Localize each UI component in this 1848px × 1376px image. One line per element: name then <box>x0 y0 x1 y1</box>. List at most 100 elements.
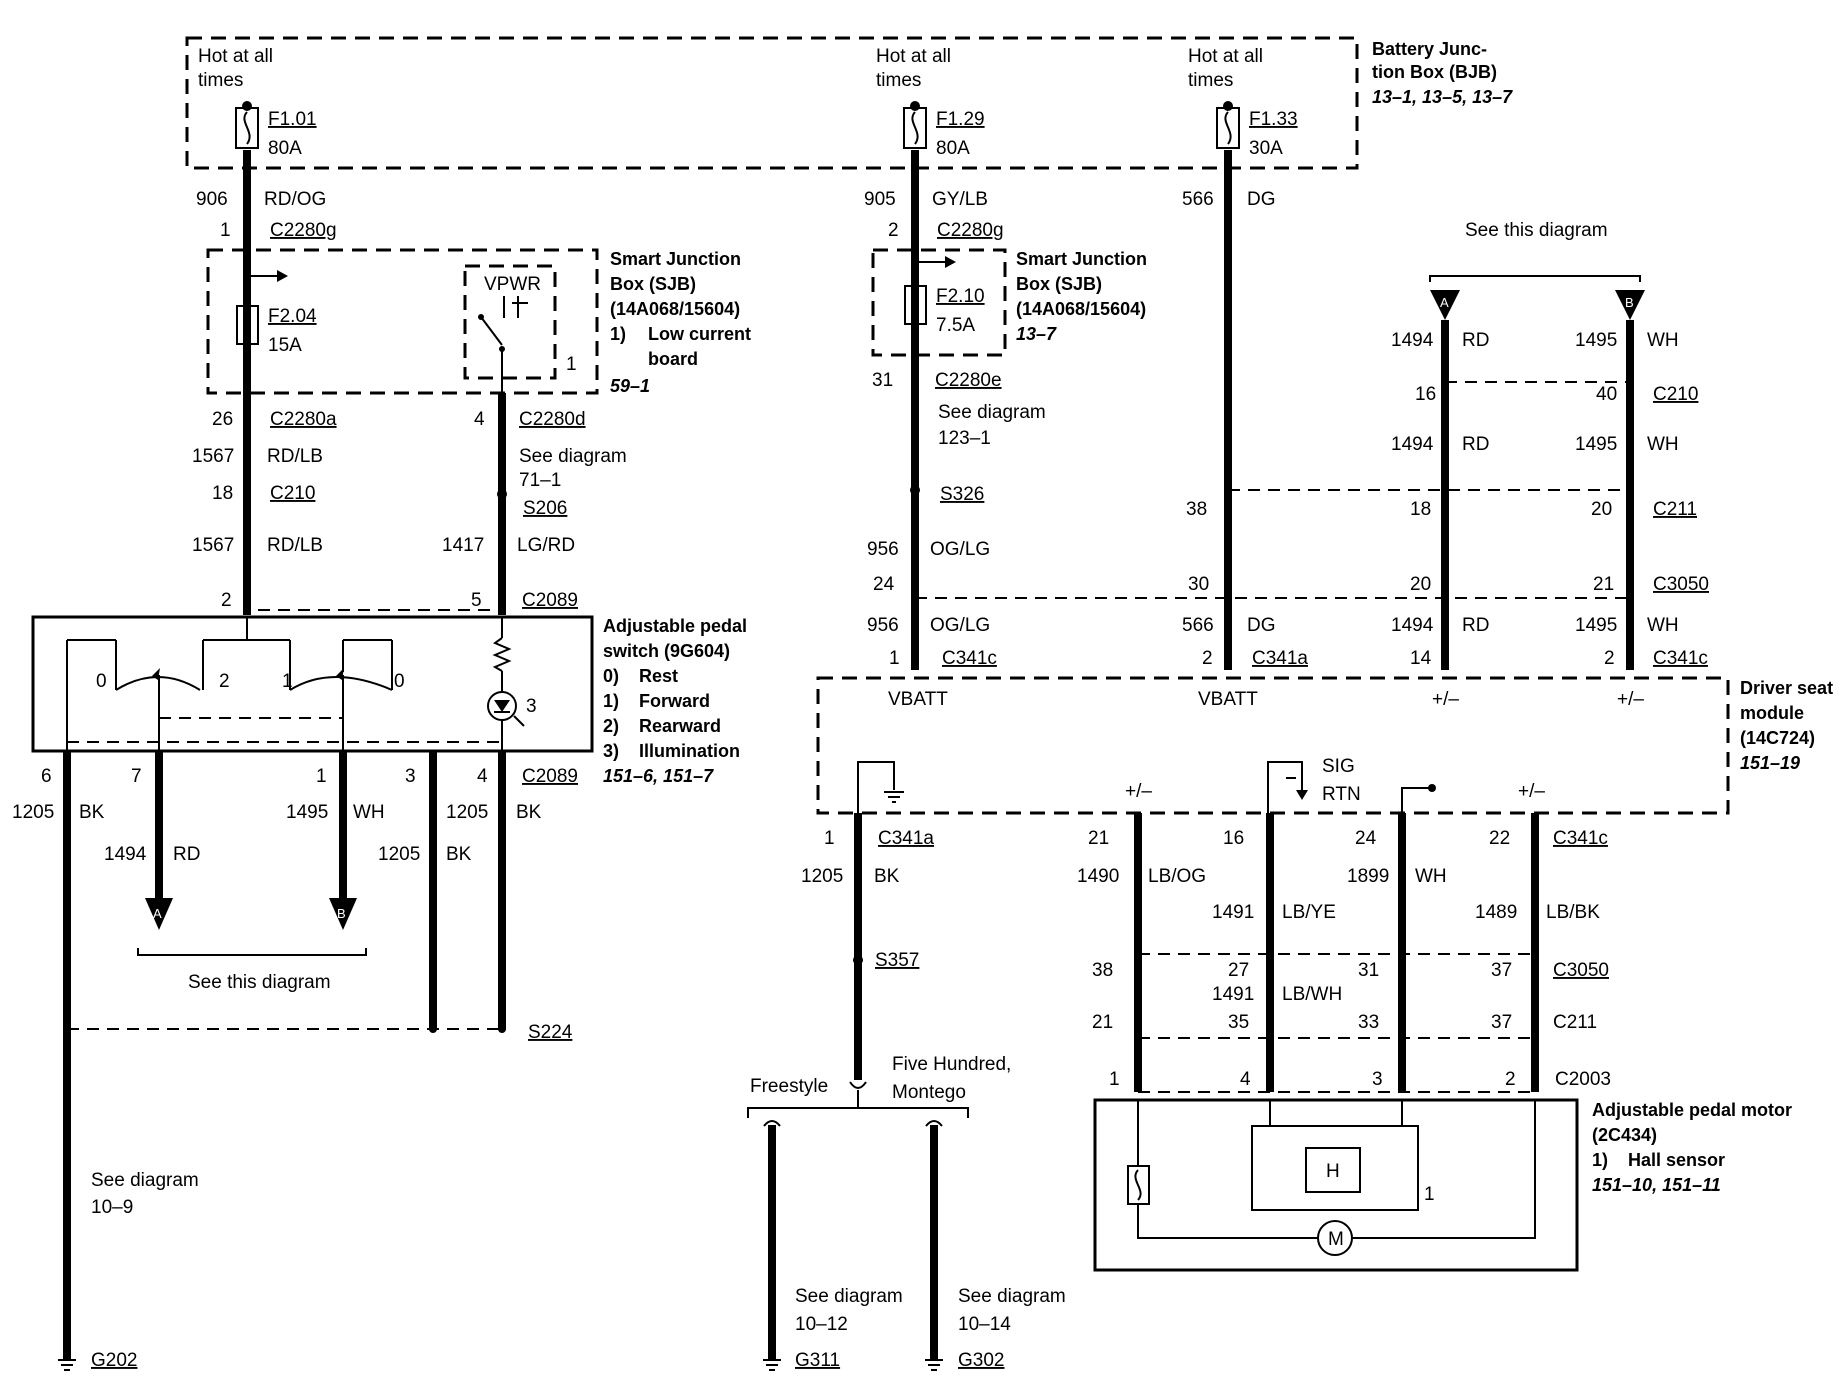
hot-label-3b: times <box>1188 70 1233 91</box>
wire-566: 566 DG 38 30 566 DG 2 C341a <box>1182 150 1308 670</box>
arrow-a-right: A <box>1440 295 1449 310</box>
wire-906: 906 RD/OG 1 C2280g <box>196 150 337 615</box>
fuse-f133-rating: 30A <box>1249 138 1283 159</box>
pin-21-c3050: 21 <box>1593 574 1614 595</box>
circuit-566-a: 566 <box>1182 189 1214 210</box>
pin-21-c211: 21 <box>1092 1012 1113 1033</box>
color-oglg-a: OG/LG <box>930 539 990 560</box>
color-rd-a: RD <box>1462 330 1489 351</box>
hot-label-2b: times <box>876 70 921 91</box>
circuit-1494-c: 1494 <box>1391 615 1434 636</box>
color-wh-c: WH <box>1647 615 1679 636</box>
see-diagram-71: See diagram <box>519 446 627 467</box>
color-rd-b: RD <box>1462 434 1489 455</box>
bjb-title-1: Battery Junc- <box>1372 39 1487 59</box>
fuse-f204-id: F2.04 <box>268 306 317 327</box>
switch-pos-0-right: 0 <box>394 671 405 692</box>
driver-seat-module: VBATT VBATT +/– +/– +/– +/– SIG RTN Driv… <box>816 676 1833 815</box>
color-lbwh: LB/WH <box>1282 984 1342 1005</box>
connector-c211-bottom: C211 <box>1553 1012 1597 1033</box>
connector-c210-right: C210 <box>1653 384 1698 405</box>
pin-20-c3050: 20 <box>1410 574 1431 595</box>
pin-4-c2003: 4 <box>1240 1069 1251 1090</box>
color-lbog: LB/OG <box>1148 866 1206 887</box>
switch-ref: 151–6, 151–7 <box>603 766 714 786</box>
circuit-1495-a: 1495 <box>1575 330 1617 351</box>
pin-3-switch: 3 <box>405 766 416 787</box>
pin-16-c341c: 16 <box>1223 828 1244 849</box>
circuit-1567b: 1567 <box>192 535 234 556</box>
sjb-ref-1: 59–1 <box>610 376 650 396</box>
connector-c210-left: C210 <box>270 483 315 504</box>
pin-1-c341a: 1 <box>824 828 835 849</box>
color-wh-b: WH <box>1647 434 1679 455</box>
color-lbbk: LB/BK <box>1546 902 1600 923</box>
sjb-note-1: Low current <box>648 324 751 344</box>
pin-20-c211: 20 <box>1591 499 1612 520</box>
color-rdlb-b: RD/LB <box>267 535 323 556</box>
color-wh-left: WH <box>353 802 385 823</box>
adjustable-pedal-switch: 0 2 1 0 3 Adjustable pedal switch (9G604… <box>31 615 747 786</box>
color-rdlb-a: RD/LB <box>267 446 323 467</box>
circuit-1567a: 1567 <box>192 446 234 467</box>
circuit-1417: 1417 <box>442 535 484 556</box>
ground-g202-icon <box>58 1359 76 1371</box>
color-wh-d: WH <box>1415 866 1447 887</box>
motor-note: Hall sensor <box>1628 1150 1725 1170</box>
fuse-f129-rating: 80A <box>936 138 970 159</box>
dsm-title-1: Driver seat <box>1740 678 1833 698</box>
circuit-956-a: 956 <box>867 539 899 560</box>
hall-sensor-label: H <box>1326 1161 1340 1182</box>
thermal-breaker-icon <box>1127 1165 1150 1205</box>
switch-pos-0-left: 0 <box>96 671 107 692</box>
see-this-diagram-right: See this diagram <box>1465 220 1608 241</box>
circuit-1495-c: 1495 <box>1575 615 1617 636</box>
wire-1417: 4 C2280d See diagram 71–1 S206 1417 LG/R… <box>442 350 627 615</box>
pin-c2280g-2: 2 <box>888 220 899 241</box>
fivehundred-label-2: Montego <box>892 1082 966 1103</box>
circuit-1491-a: 1491 <box>1212 902 1254 923</box>
circuit-906: 906 <box>196 189 228 210</box>
switch-pos-2: 2 <box>219 671 230 692</box>
lamp-callout-3: 3 <box>526 696 537 717</box>
splice-s206: S206 <box>523 498 567 519</box>
fuse-f129-id: F1.29 <box>936 109 985 130</box>
wire-1205-module: 1 C341a 1205 BK S357 Freestyle Five Hund… <box>747 813 1066 1371</box>
pin-37-c211: 37 <box>1491 1012 1512 1033</box>
arrow-b-right: B <box>1625 295 1634 310</box>
pm-bottom-2: +/– <box>1518 781 1545 802</box>
connector-c3050-bottom: C3050 <box>1553 960 1609 981</box>
pin-35-c211: 35 <box>1228 1012 1249 1033</box>
color-oglg-b: OG/LG <box>930 615 990 636</box>
freestyle-label: Freestyle <box>750 1076 828 1097</box>
pin-4-switch: 4 <box>477 766 488 787</box>
switch-legend-text-3: Illumination <box>639 741 740 761</box>
pin-2-c341a: 2 <box>1202 648 1213 669</box>
pin-18-c210: 18 <box>212 483 233 504</box>
pin-1-c2003: 1 <box>1109 1069 1120 1090</box>
switch-title-1: Adjustable pedal <box>603 616 747 636</box>
circuit-1494-a: 1494 <box>1391 330 1434 351</box>
connector-c2280a: C2280a <box>270 409 337 430</box>
pin-31-c3050: 31 <box>1358 960 1379 981</box>
fuse-f204-icon <box>236 305 259 345</box>
switch-title-2: switch (9G604) <box>603 641 730 661</box>
pin-18-c211: 18 <box>1410 499 1431 520</box>
connector-c341c-bottom: C341c <box>1553 828 1608 849</box>
wire-905: 905 GY/LB 2 C2280g F2.10 7.5A Smart Junc… <box>864 150 1147 670</box>
battery-junction-box: Hot at all times Hot at all times Hot at… <box>185 36 1513 170</box>
sjb-left-box: F2.04 15A VPWR 1 Smart Junction Box (SJB… <box>206 248 751 396</box>
pin-16-c210: 16 <box>1415 384 1436 405</box>
pin-24-c3050: 24 <box>873 574 895 595</box>
fuse-f129-icon <box>903 101 927 149</box>
pin-38-c3050: 38 <box>1092 960 1113 981</box>
motor-label: M <box>1328 1229 1344 1250</box>
hot-label-3a: Hot at all <box>1188 46 1263 67</box>
wire-1567-labels: 26 C2280a 1567 RD/LB 18 C210 1567 RD/LB … <box>192 409 337 611</box>
circuit-956-b: 956 <box>867 615 899 636</box>
color-dg-a: DG <box>1247 189 1276 210</box>
pin-3-c2003: 3 <box>1372 1069 1383 1090</box>
pin-22-c341c: 22 <box>1489 828 1510 849</box>
color-bk-a: BK <box>79 802 105 823</box>
